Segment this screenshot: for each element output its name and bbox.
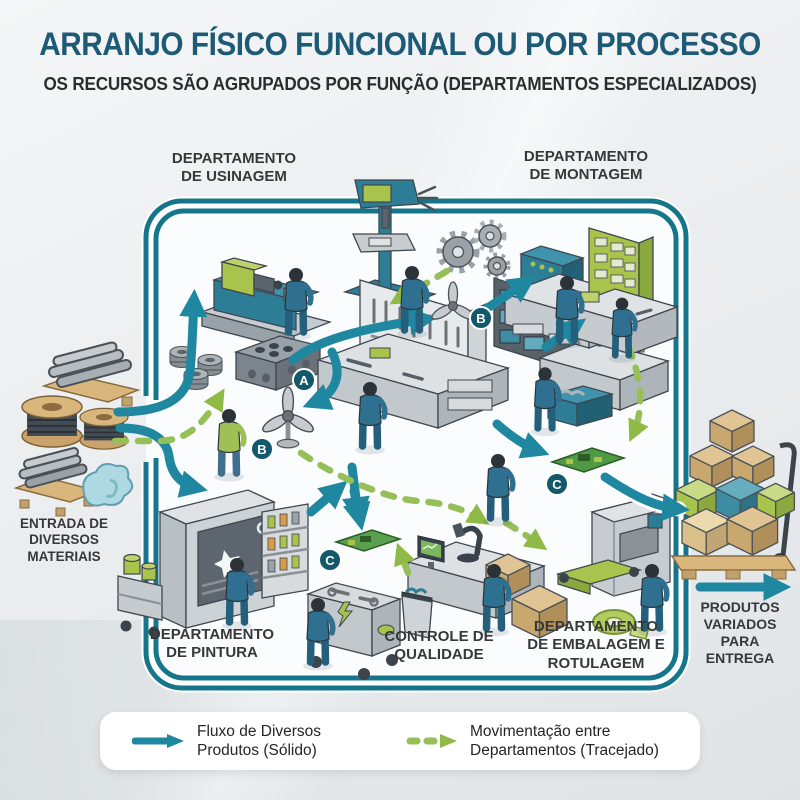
paint-shelf-rack xyxy=(261,503,309,599)
solid-arrow-icon xyxy=(132,734,184,748)
wire-spool-small xyxy=(79,407,129,450)
paint-booth xyxy=(158,489,276,630)
svg-text:B: B xyxy=(257,442,266,457)
badge-c-right: C xyxy=(545,472,569,496)
raw-materials-bars-pallet xyxy=(41,341,141,420)
svg-text:C: C xyxy=(552,477,562,492)
worker-tool-cart xyxy=(303,598,336,671)
page-title: ARRANJO FÍSICO FUNCIONAL OU POR PROCESSO xyxy=(39,26,761,62)
svg-text:A: A xyxy=(299,373,309,388)
machined-gears xyxy=(436,219,511,280)
badge-a: A xyxy=(292,368,316,392)
paint-supply-cart xyxy=(117,553,163,638)
circuit-board-paint-area xyxy=(333,529,403,552)
raw-materials-pipes-pallet xyxy=(13,447,101,517)
worker-bins-bench xyxy=(530,367,562,437)
worker-painter xyxy=(222,558,255,631)
badge-c-left: C xyxy=(318,548,342,572)
worker-drill-press xyxy=(397,266,430,339)
label-machining-department: DEPARTAMENTO DE USINAGEM xyxy=(171,150,297,186)
legend-dashed-label: Movimentação entre Departamentos (Tracej… xyxy=(470,722,659,759)
label-materials-input: ENTRADA DE DIVERSOS MATERIAIS xyxy=(19,516,108,564)
label-packaging-department: DEPARTAMENTO DE EMBALAGEM E ROTULAGEM xyxy=(527,618,665,672)
page-subtitle: OS RECURSOS SÃO AGRUPADOS POR FUNÇÃO (DE… xyxy=(43,74,757,94)
scrap-bin xyxy=(401,587,433,639)
worker-assembly-1 xyxy=(552,276,585,349)
legend-card: Fluxo de Diversos Produtos (Sólido) Movi… xyxy=(100,712,700,770)
badge-b-top: B xyxy=(469,306,493,330)
worker-carrying-board xyxy=(483,454,516,527)
worker-quality xyxy=(479,564,512,637)
products-pallet-stack xyxy=(670,409,797,580)
circuit-board-center xyxy=(549,447,627,473)
solid-flow-arrows xyxy=(113,275,587,531)
raw-material-blob xyxy=(82,463,134,507)
label-assembly-department: DEPARTAMENTO DE MONTAGEM xyxy=(523,148,649,184)
legend-item-dashed-movement: Movimentação entre Departamentos (Tracej… xyxy=(405,722,685,761)
legend-solid-label: Fluxo de Diversos Produtos (Sólido) xyxy=(197,722,322,759)
engine-block xyxy=(233,335,323,391)
worker-assembly-2 xyxy=(608,297,638,363)
label-painting-department: DEPARTAMENTO DE PINTURA xyxy=(149,626,275,662)
worker-packaging xyxy=(637,564,670,637)
product-badges: A B B C C xyxy=(250,306,569,572)
worker-lathe xyxy=(281,268,314,341)
svg-text:B: B xyxy=(476,311,485,326)
dashed-arrow-icon xyxy=(406,734,457,748)
wire-spool-large xyxy=(21,395,83,448)
worker-workbench xyxy=(355,382,388,455)
propeller-part-top xyxy=(431,281,475,320)
label-products-output: PRODUTOS VARIADOS PARA ENTREGA xyxy=(700,599,780,667)
badge-b-bottom: B xyxy=(250,437,274,461)
label-quality-control: CONTROLE DE QUALIDADE xyxy=(384,628,494,664)
legend-item-solid-flow: Fluxo de Diversos Produtos (Sólido) xyxy=(132,722,357,761)
svg-text:C: C xyxy=(325,553,335,568)
solid-flow-arrow-exit xyxy=(597,469,792,601)
propeller-part-bottom xyxy=(262,386,314,449)
worker-inspector-clipboard xyxy=(214,409,247,482)
